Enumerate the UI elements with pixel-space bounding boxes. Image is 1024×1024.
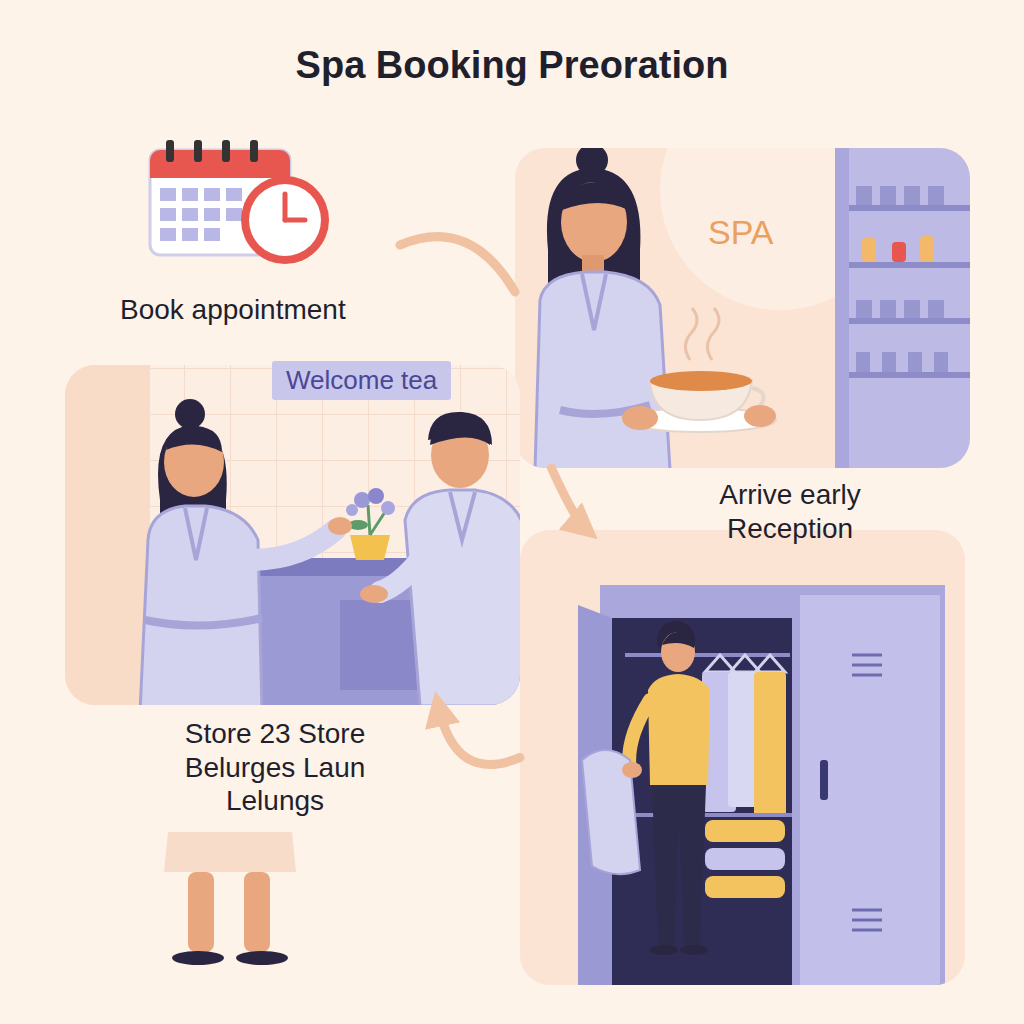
flow-arrow [400, 237, 515, 292]
calendar-icon [150, 140, 329, 264]
step-panel: SPAArrive early Reception [515, 148, 970, 468]
step-label: Welcome tea [272, 361, 451, 400]
step-label: Book appointment [120, 293, 346, 327]
welcome-scene [65, 365, 525, 965]
diagram-title: Spa Booking Preoration [0, 44, 1024, 87]
step-panel [520, 530, 965, 985]
step-caption: Arrive early Reception [690, 478, 890, 545]
reception-scene [515, 70, 970, 470]
step-panel: Welcome teaStore 23 Store Belurges Laun … [65, 365, 520, 705]
step-panel: Book appointment [110, 135, 400, 335]
flow-arrow [438, 705, 520, 765]
flow-arrow [551, 468, 586, 530]
step-label: SPA [708, 212, 774, 253]
step-caption: Store 23 Store Belurges Laun Lelungs [160, 717, 390, 818]
locker-scene [520, 530, 965, 985]
